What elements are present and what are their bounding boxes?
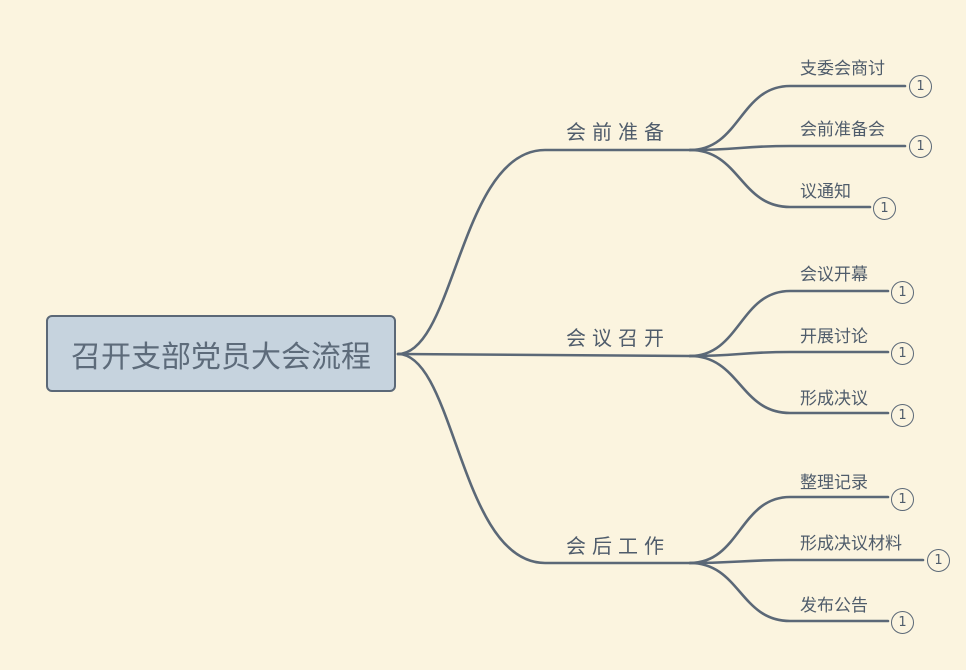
- connector-root-to-branch-3: [396, 352, 692, 565]
- branch-topic-label[interactable]: 会议召开: [566, 326, 670, 350]
- leaf-topic-label[interactable]: 支委会商讨: [800, 59, 885, 79]
- leaf-topic-label[interactable]: 会议开幕: [800, 265, 868, 285]
- connector-branch-3-leaf-3: [688, 561, 890, 623]
- count-badge[interactable]: 1: [909, 75, 932, 98]
- connector-branch-1-leaf-1: [688, 84, 907, 152]
- branch-topic-label[interactable]: 会后工作: [566, 534, 670, 558]
- leaf-topic-label[interactable]: 议通知: [800, 182, 851, 202]
- leaf-topic-label[interactable]: 整理记录: [800, 473, 868, 493]
- leaf-topic-label[interactable]: 形成决议: [800, 389, 868, 409]
- connector-branch-2-leaf-2: [688, 350, 890, 358]
- root-topic[interactable]: 召开支部党员大会流程: [46, 315, 396, 392]
- count-badge[interactable]: 1: [927, 549, 950, 572]
- count-badge[interactable]: 1: [891, 281, 914, 304]
- count-badge[interactable]: 1: [891, 404, 914, 427]
- branch-topic-label[interactable]: 会前准备: [566, 120, 670, 144]
- connector-root-to-branch-2: [396, 352, 692, 358]
- connector-branch-3-leaf-2: [688, 558, 925, 565]
- count-badge[interactable]: 1: [873, 197, 896, 220]
- leaf-topic-label[interactable]: 形成决议材料: [800, 534, 902, 554]
- connector-root-to-branch-1: [396, 148, 692, 356]
- connector-branch-2-leaf-1: [688, 289, 890, 358]
- root-topic-label: 召开支部党员大会流程: [71, 339, 371, 375]
- count-badge[interactable]: 1: [891, 342, 914, 365]
- connector-branch-1-leaf-3: [688, 148, 872, 209]
- leaf-topic-label[interactable]: 开展讨论: [800, 327, 868, 347]
- leaf-topic-label[interactable]: 会前准备会: [800, 120, 885, 140]
- count-badge[interactable]: 1: [909, 135, 932, 158]
- connector-branch-2-leaf-3: [688, 354, 890, 415]
- connector-branch-3-leaf-1: [688, 495, 890, 565]
- leaf-topic-label[interactable]: 发布公告: [800, 596, 868, 616]
- count-badge[interactable]: 1: [891, 611, 914, 634]
- connector-branch-1-leaf-2: [688, 144, 907, 152]
- count-badge[interactable]: 1: [891, 488, 914, 511]
